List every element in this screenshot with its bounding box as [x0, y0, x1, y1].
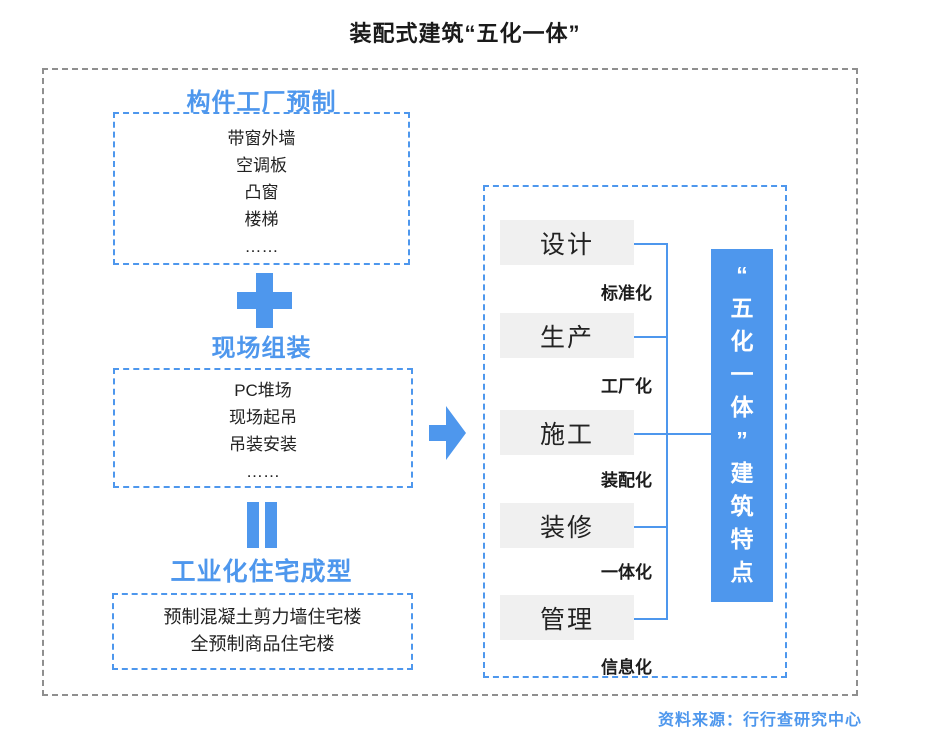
list-item: 预制混凝土剪力墙住宅楼	[163, 607, 362, 627]
list-item: 带窗外墙	[227, 129, 296, 148]
five-modernizations-panel: 设计 标准化 生产 工厂化 施工 装配化 装修 一体化 管理 信息化 “五化一体…	[483, 185, 787, 678]
stage-management: 管理	[500, 595, 634, 640]
list-item: 空调板	[236, 156, 287, 175]
list-item: 凸窗	[244, 183, 279, 202]
result-box: “五化一体”建筑特点	[711, 249, 773, 602]
plus-icon	[237, 273, 292, 328]
connector-line	[634, 618, 668, 620]
step3-items-box: 预制混凝土剪力墙住宅楼 全预制商品住宅楼	[112, 593, 413, 670]
list-item: 楼梯	[244, 210, 279, 229]
source-credit: 资料来源：行行查研究中心	[657, 712, 862, 729]
list-item: 吊装安装	[229, 435, 297, 454]
stage-design: 设计	[500, 220, 634, 265]
step2-items-box: PC堆场 现场起吊 吊装安装 ……	[113, 368, 413, 488]
diagram-outer-frame	[42, 68, 858, 696]
connector-line	[634, 336, 668, 338]
stage-production-suffix: 工厂化	[601, 377, 652, 396]
connector-line	[634, 243, 668, 245]
stage-construction-suffix: 装配化	[601, 471, 652, 490]
stage-production: 生产	[500, 313, 634, 358]
connector-trunk-line	[666, 243, 668, 620]
stage-construction: 施工	[500, 410, 634, 455]
list-item: PC堆场	[234, 381, 292, 400]
connector-line	[634, 526, 668, 528]
list-item: 现场起吊	[229, 408, 297, 427]
step2-heading: 现场组装	[211, 335, 312, 362]
step1-heading: 构件工厂预制	[186, 89, 337, 116]
list-item: ……	[244, 237, 279, 256]
stage-design-suffix: 标准化	[601, 284, 652, 303]
stage-decoration: 装修	[500, 503, 634, 548]
equals-icon	[247, 502, 277, 548]
page-title: 装配式建筑“五化一体”	[349, 21, 581, 46]
connector-line	[634, 433, 712, 435]
step3-heading: 工业化住宅成型	[170, 558, 353, 586]
result-box-label: “五化一体”建筑特点	[730, 262, 754, 585]
stage-management-suffix: 信息化	[601, 658, 652, 677]
step1-items-box: 带窗外墙 空调板 凸窗 楼梯 ……	[113, 112, 410, 265]
list-item: 全预制商品住宅楼	[190, 634, 335, 654]
list-item: ……	[246, 462, 280, 481]
arrow-right-icon	[429, 406, 466, 460]
stage-decoration-suffix: 一体化	[601, 563, 652, 582]
